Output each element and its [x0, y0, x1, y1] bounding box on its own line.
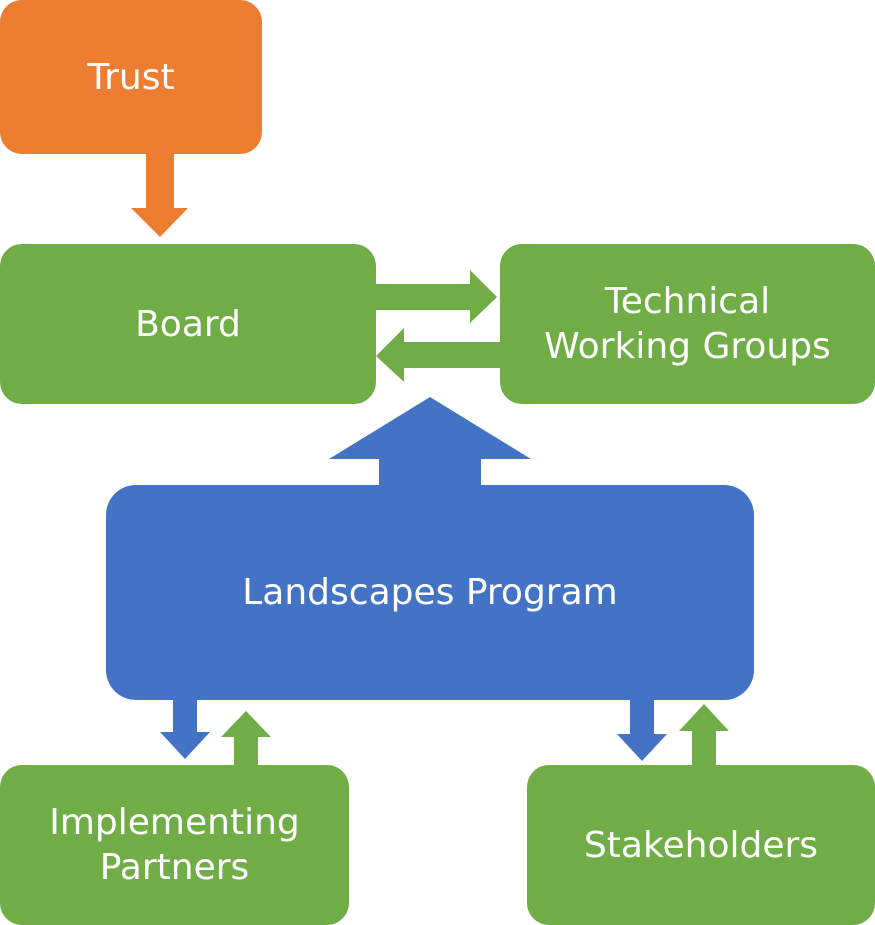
- node-technical-working-groups: Technical Working Groups: [500, 244, 875, 404]
- node-implementing-partners-label-line1: Implementing: [49, 802, 300, 843]
- node-stakeholders-label: Stakeholders: [583, 824, 819, 866]
- arrow-implementing-partners-to-landscapes: [221, 711, 271, 767]
- node-trust: Trust: [0, 0, 262, 154]
- node-implementing-partners: Implementing Partners: [0, 765, 349, 925]
- node-technical-working-groups-label-line1: Technical: [604, 281, 771, 322]
- node-landscapes-program-label: Landscapes Program: [242, 572, 618, 613]
- node-implementing-partners-label-line2: Partners: [99, 847, 250, 888]
- node-landscapes-program: Landscapes Program: [106, 485, 754, 700]
- arrow-board-to-technical-working-groups: [374, 270, 497, 323]
- node-stakeholders: Stakeholders: [527, 765, 875, 925]
- arrow-trust-to-board: [131, 152, 188, 237]
- arrow-technical-working-groups-to-board: [376, 328, 502, 382]
- node-trust-label: Trust: [87, 56, 175, 98]
- node-board-label: Board: [135, 303, 241, 345]
- node-board: Board: [0, 244, 376, 404]
- arrow-landscapes-to-implementing-partners: [160, 698, 210, 759]
- arrow-landscapes-to-stakeholders: [617, 698, 667, 761]
- arrow-landscapes-to-board: [329, 397, 531, 487]
- node-technical-working-groups-label-line2: Working Groups: [544, 326, 831, 367]
- arrow-stakeholders-to-landscapes: [679, 704, 729, 767]
